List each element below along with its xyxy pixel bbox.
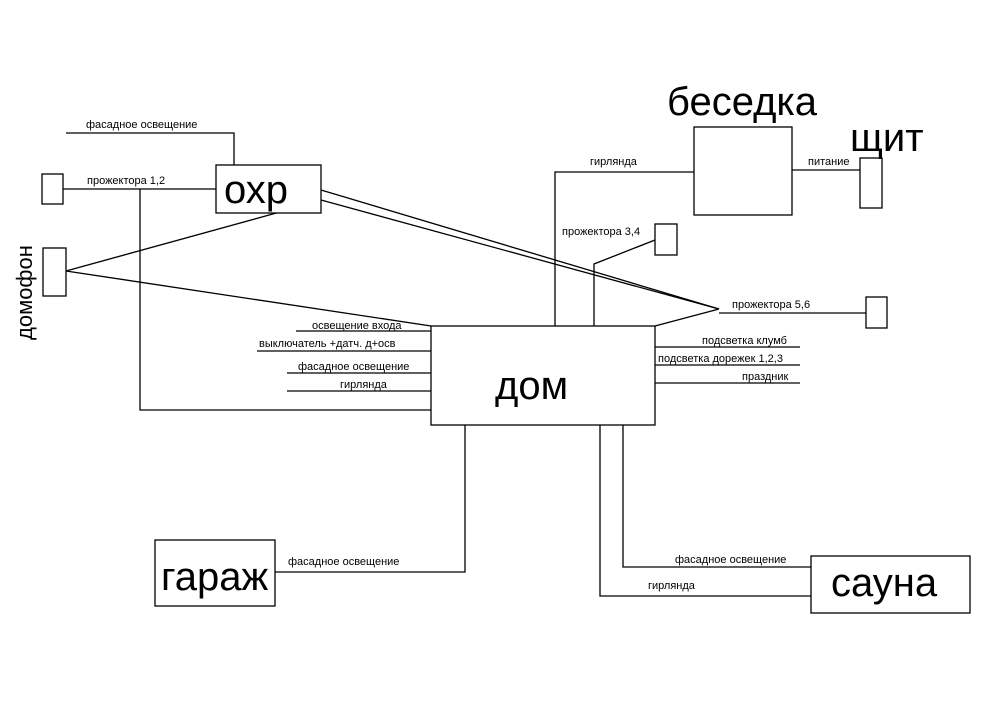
paths-light-label: подсветка дорежек 1,2,3 <box>658 353 783 365</box>
spots-1-2-label: прожектора 1,2 <box>87 175 165 187</box>
besedka-box <box>693 126 793 216</box>
domofon-to-ohr-wire <box>65 211 281 272</box>
besedka-girlyanda-wire <box>554 171 694 326</box>
spots-1-2-to-dom-wire <box>139 189 431 411</box>
domofon-box <box>42 247 67 297</box>
garage-label: гараж <box>161 555 268 599</box>
switch-sensor-label: выключатель +датч. д+осв <box>259 338 396 350</box>
entrance-light-label: освещение входа <box>312 320 402 332</box>
ohr-facade-wire <box>66 132 235 165</box>
ohr-box <box>215 164 322 214</box>
ohr-to-spots-5-6-wire-a <box>320 189 720 310</box>
ohr-to-spots-5-6-wire-b <box>320 199 720 310</box>
flowerbed-light-label: подсветка клумб <box>702 335 787 347</box>
spots-3-4-box <box>654 223 678 256</box>
sauna-label: сауна <box>831 561 938 605</box>
sauna-girlyanda-wire <box>599 425 811 597</box>
dom-girlyanda-label: гирлянда <box>340 379 388 391</box>
spots-3-4-wire <box>593 239 656 326</box>
garage-box <box>154 539 276 607</box>
sauna-facade-wire <box>622 425 811 568</box>
spots-5-6-label: прожектора 5,6 <box>732 299 810 311</box>
spots-3-4-label: прожектора 3,4 <box>562 226 640 238</box>
shit-label: щит <box>850 116 924 160</box>
spots-5-6-to-dom-wire <box>654 308 720 327</box>
ohr-label: охр <box>224 168 288 212</box>
domofon-label: домофон <box>12 245 37 340</box>
sauna-girlyanda-label: гирлянда <box>648 580 696 592</box>
pitanie-label: питание <box>808 156 849 168</box>
garage-facade-wire <box>275 425 466 573</box>
ohr-facade-label: фасадное освещение <box>86 119 197 131</box>
dom-box <box>430 325 656 426</box>
domofon-to-dom-wire <box>65 270 432 327</box>
besedka-girlyanda-label: гирлянда <box>590 156 638 168</box>
dom-label: дом <box>495 364 568 408</box>
sauna-facade-label: фасадное освещение <box>675 554 786 566</box>
prazdnik-label: праздник <box>742 371 789 383</box>
sauna-box <box>810 555 971 614</box>
spots-5-6-box <box>865 296 888 329</box>
garage-facade-label: фасадное освещение <box>288 556 399 568</box>
dom-facade-label: фасадное освещение <box>298 361 409 373</box>
besedka-label: беседка <box>667 80 818 124</box>
shit-box <box>859 157 883 209</box>
spots-1-2-box <box>41 173 64 205</box>
